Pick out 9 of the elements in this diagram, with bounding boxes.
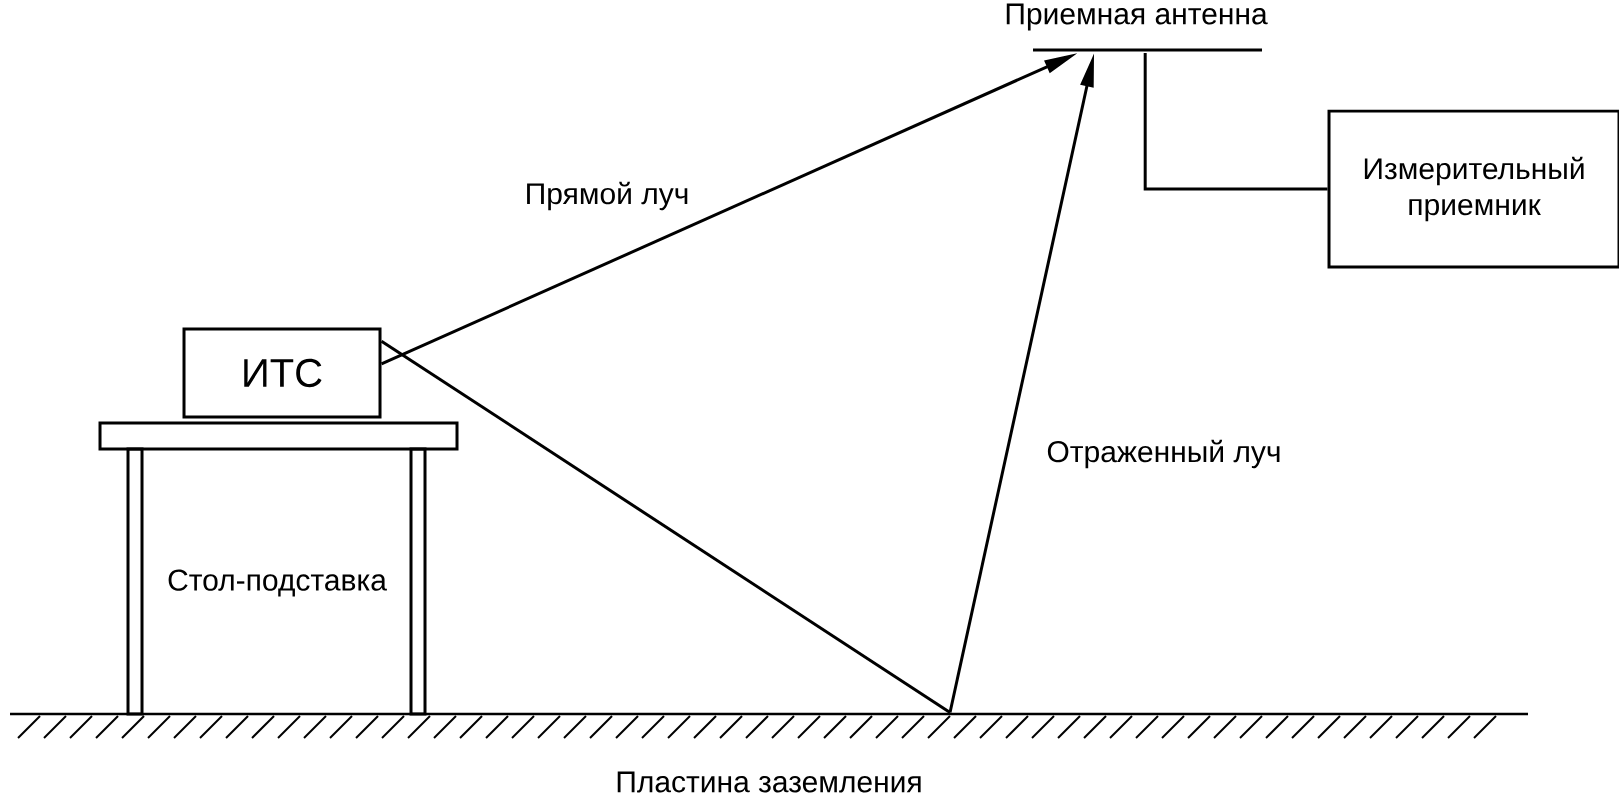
antenna-label: Приемная антенна xyxy=(1006,3,1268,31)
cable-line xyxy=(1143,53,1328,191)
receiver-box: Измерительный приемник xyxy=(1327,109,1619,269)
ray-line xyxy=(380,339,951,714)
edge-label: Прямой луч xyxy=(522,179,692,213)
plate-label: Пластина заземления xyxy=(617,771,921,793)
edge-label: Отраженный луч xyxy=(1044,437,1284,471)
table-label: Стол-подставка xyxy=(168,569,387,597)
device-box: ИТС xyxy=(182,327,382,419)
